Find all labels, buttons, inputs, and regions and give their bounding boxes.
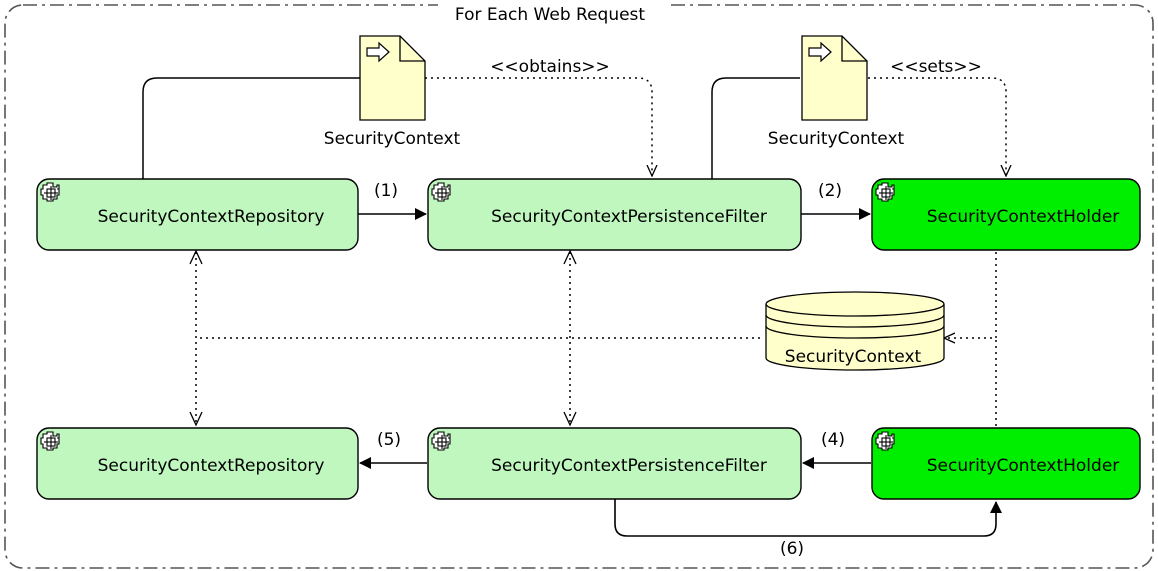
step-6-label: (6) (780, 539, 804, 559)
obtains-label: <<obtains>> (490, 57, 610, 77)
document-left-label: SecurityContext (324, 129, 461, 149)
security-context-holder-bottom: SecurityContextHolder (871, 427, 1141, 500)
security-context-persistence-filter-top: SecurityContextPersistenceFilter (427, 178, 802, 251)
node-label: SecurityContextPersistenceFilter (491, 456, 767, 476)
request-frame (4, 4, 1154, 569)
arrow-right-icon (808, 41, 832, 63)
sets-label: <<sets>> (890, 57, 982, 77)
security-context-store (765, 291, 945, 371)
step-4-label: (4) (821, 430, 845, 450)
arrow-step-6 (614, 499, 1002, 537)
node-label: SecurityContextPersistenceFilter (491, 207, 767, 227)
frame-title: For Each Web Request (455, 5, 646, 25)
obtains-connector (425, 77, 652, 176)
sets-connector (868, 77, 1006, 176)
step-1-label: (1) (374, 181, 398, 201)
node-label: SecurityContextRepository (98, 207, 325, 227)
node-label: SecurityContextHolder (927, 207, 1120, 227)
node-label: SecurityContextRepository (98, 456, 325, 476)
node-label: SecurityContextHolder (927, 456, 1120, 476)
holder-to-store-line (944, 252, 997, 338)
store-label: SecurityContext (785, 347, 922, 367)
security-context-repository-bottom: SecurityContextRepository (36, 427, 359, 500)
document-right-label: SecurityContext (768, 129, 905, 149)
security-context-persistence-filter-bottom: SecurityContextPersistenceFilter (427, 427, 802, 500)
step-2-label: (2) (818, 181, 842, 201)
security-context-document-right (801, 35, 868, 121)
security-context-holder-top: SecurityContextHolder (871, 178, 1141, 251)
security-context-repository-top: SecurityContextRepository (36, 178, 359, 251)
filter-to-context-line (711, 77, 800, 180)
repo-to-context-line (142, 77, 360, 180)
arrow-right-icon (366, 41, 390, 63)
step-5-label: (5) (377, 430, 401, 450)
security-context-document-left (359, 35, 426, 121)
